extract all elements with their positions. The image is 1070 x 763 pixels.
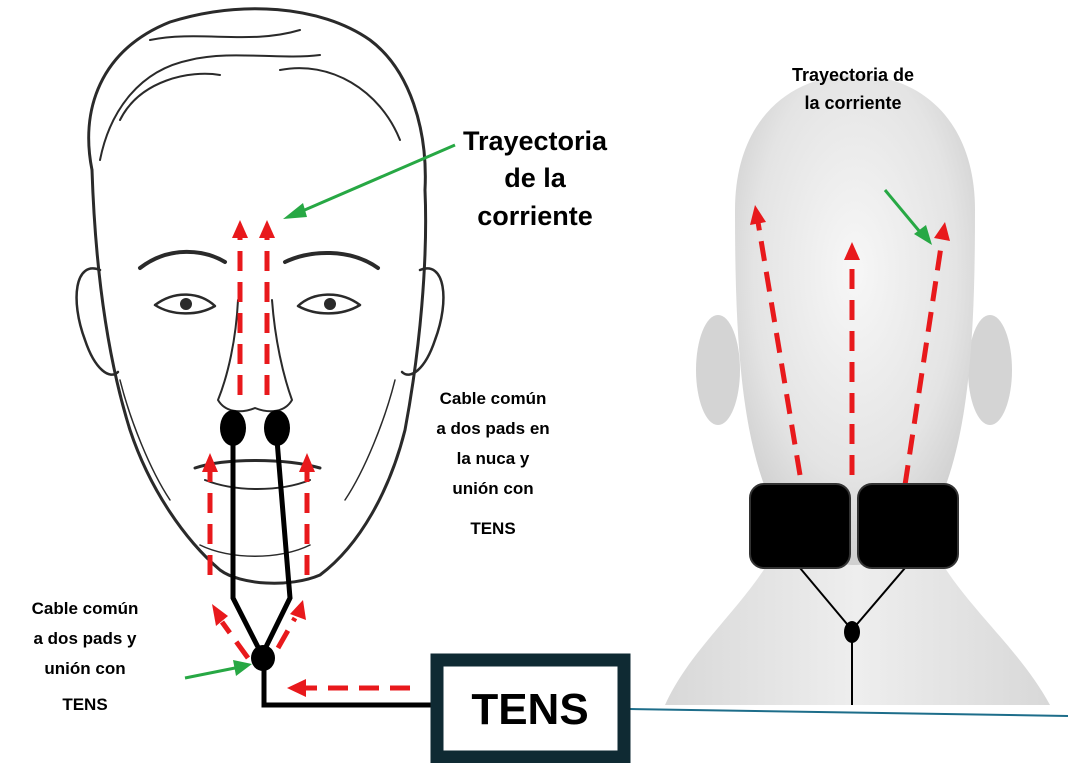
current-arrow-junction-left	[222, 622, 248, 658]
nose-pad-left	[220, 410, 246, 446]
svg-text:la nuca y: la nuca y	[457, 449, 530, 468]
tens-device: TENS	[437, 660, 624, 757]
svg-text:unión con: unión con	[452, 479, 533, 498]
svg-text:de la: de la	[504, 163, 567, 193]
label-face-trajectory: Trayectoria de la corriente	[463, 126, 608, 231]
pointer-chin-junction	[185, 668, 235, 678]
tens-output-cable	[630, 709, 1068, 716]
back-of-head	[665, 75, 1050, 705]
svg-text:la corriente: la corriente	[804, 93, 901, 113]
label-neck-cable: Cable común a dos pads en la nuca y unió…	[436, 389, 549, 538]
neck-pad-right	[858, 484, 958, 568]
nose-pad-right	[264, 410, 290, 446]
svg-text:unión con: unión con	[44, 659, 125, 678]
neck-pad-left	[750, 484, 850, 568]
tens-label: TENS	[471, 685, 588, 734]
svg-text:Cable común: Cable común	[440, 389, 547, 408]
svg-text:Cable común: Cable común	[32, 599, 139, 618]
cable-junction-face	[251, 645, 275, 671]
svg-text:a dos pads y: a dos pads y	[34, 629, 138, 648]
cable-junction-neck	[844, 621, 860, 643]
svg-text:a dos pads en: a dos pads en	[436, 419, 549, 438]
face-sketch	[77, 9, 444, 583]
svg-text:corriente: corriente	[477, 201, 593, 231]
pointer-face-trajectory	[300, 145, 455, 212]
svg-text:Trayectoria de: Trayectoria de	[792, 65, 914, 85]
svg-text:TENS: TENS	[470, 519, 515, 538]
svg-text:Trayectoria: Trayectoria	[463, 126, 608, 156]
svg-text:TENS: TENS	[62, 695, 107, 714]
face-electrodes	[220, 410, 432, 705]
label-chin-cable: Cable común a dos pads y unión con TENS	[32, 599, 139, 714]
